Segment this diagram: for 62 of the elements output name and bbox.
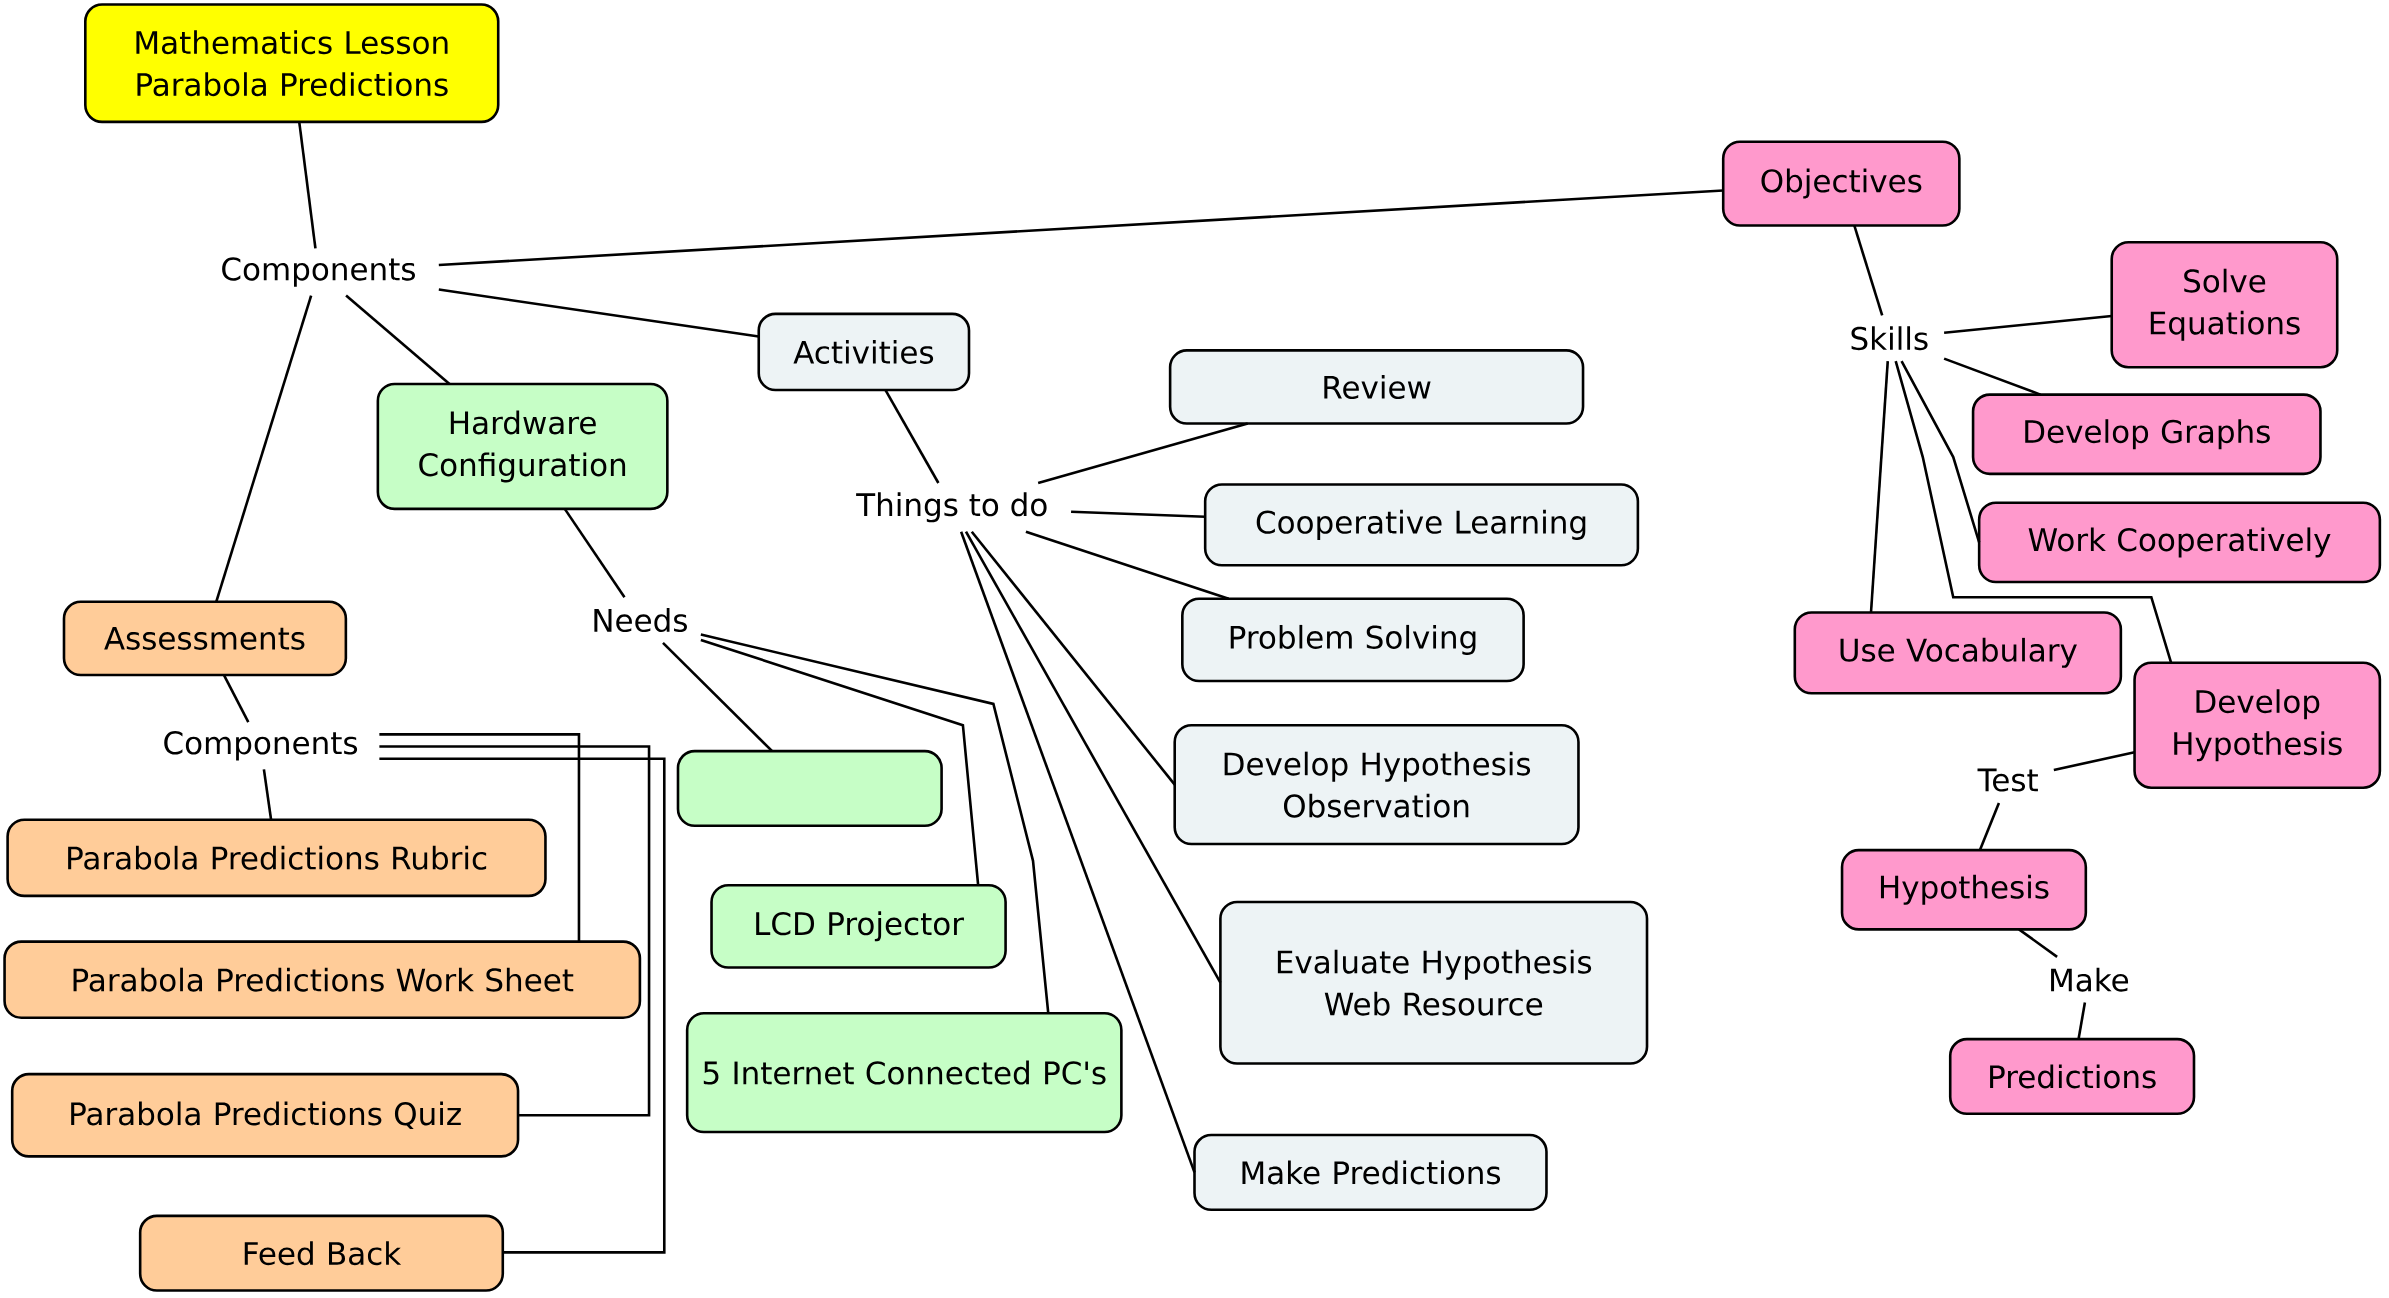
concept-box: Parabola Predictions Work Sheet (3, 940, 642, 1020)
connector-line (1853, 225, 1884, 316)
connector-line (379, 745, 651, 1117)
linking-phrase: Make (2051, 967, 2129, 992)
linking-phrase: Test (1977, 768, 2038, 792)
connector-line (262, 769, 273, 820)
concept-box: Hardware Configuration (376, 382, 669, 511)
connector-line (2077, 1002, 2087, 1040)
connector-line (438, 288, 759, 338)
linking-phrase: Things to do (856, 492, 1047, 523)
concept-box: Feed Back (138, 1214, 505, 1292)
concept-box: Assessments (62, 600, 348, 677)
connector-line (1894, 360, 2173, 664)
connector-line (1978, 802, 2001, 851)
connector-line (1037, 422, 1249, 485)
linking-phrase: Needs (594, 608, 687, 633)
connector-line (700, 633, 1050, 1014)
concept-box: Develop Graphs (1971, 393, 2322, 476)
linking-phrase: Skills (1851, 326, 1928, 351)
concept-box: Mathematics Lesson Parabola Predictions (84, 3, 500, 124)
connector-line (700, 638, 980, 886)
connector-line (297, 121, 317, 249)
connector-line (1944, 314, 2112, 334)
connector-line (1071, 510, 1206, 519)
concept-box: Make Predictions (1193, 1133, 1548, 1211)
concept-box: Use Vocabulary (1793, 611, 2123, 695)
concept-box: Hypothesis (1840, 848, 2088, 931)
connector-line (884, 389, 940, 484)
concept-box: Evaluate Hypothesis Web Resource (1219, 900, 1649, 1065)
concept-box: LCD Projector (710, 883, 1007, 969)
connector-line (1900, 360, 1981, 543)
concept-box: Objectives (1721, 140, 1961, 227)
connector-line (379, 757, 666, 1254)
connector-line (438, 189, 1724, 267)
connector-line (2018, 928, 2058, 958)
connector-line (379, 733, 581, 942)
concept-box: Problem Solving (1181, 597, 1525, 683)
connector-line (2053, 750, 2135, 772)
linking-phrase: Components (222, 257, 415, 287)
concept-box: Work Cooperatively (1977, 501, 2382, 584)
concept-box: Parabola Predictions Rubric (6, 818, 547, 898)
connector-line (345, 294, 451, 385)
concept-box: Parabola Predictions Quiz (10, 1072, 520, 1158)
connector-line (215, 295, 313, 603)
linking-phrase: Components (164, 731, 358, 761)
connector-line (662, 642, 774, 752)
concept-box: Activities (757, 312, 971, 392)
connector-line (222, 674, 250, 723)
connector-line (959, 531, 1196, 1173)
concept-box: 5 Internet Connected PC's (685, 1011, 1123, 1134)
concept-box: Develop Hypothesis (2133, 661, 2382, 789)
connector-line (1943, 357, 2041, 396)
connector-line (1869, 360, 1890, 613)
concept-box: Predictions (1948, 1037, 2196, 1115)
connector-line (964, 531, 1222, 984)
connector-line (563, 508, 626, 598)
concept-box: Develop Hypothesis Observation (1173, 723, 1580, 846)
concept-box: Solve Equations (2110, 240, 2339, 369)
concept-box: Review (1168, 349, 1585, 425)
connector-line (970, 530, 1176, 786)
concept-box (676, 749, 943, 828)
concept-box: Cooperative Learning (1203, 483, 1640, 567)
